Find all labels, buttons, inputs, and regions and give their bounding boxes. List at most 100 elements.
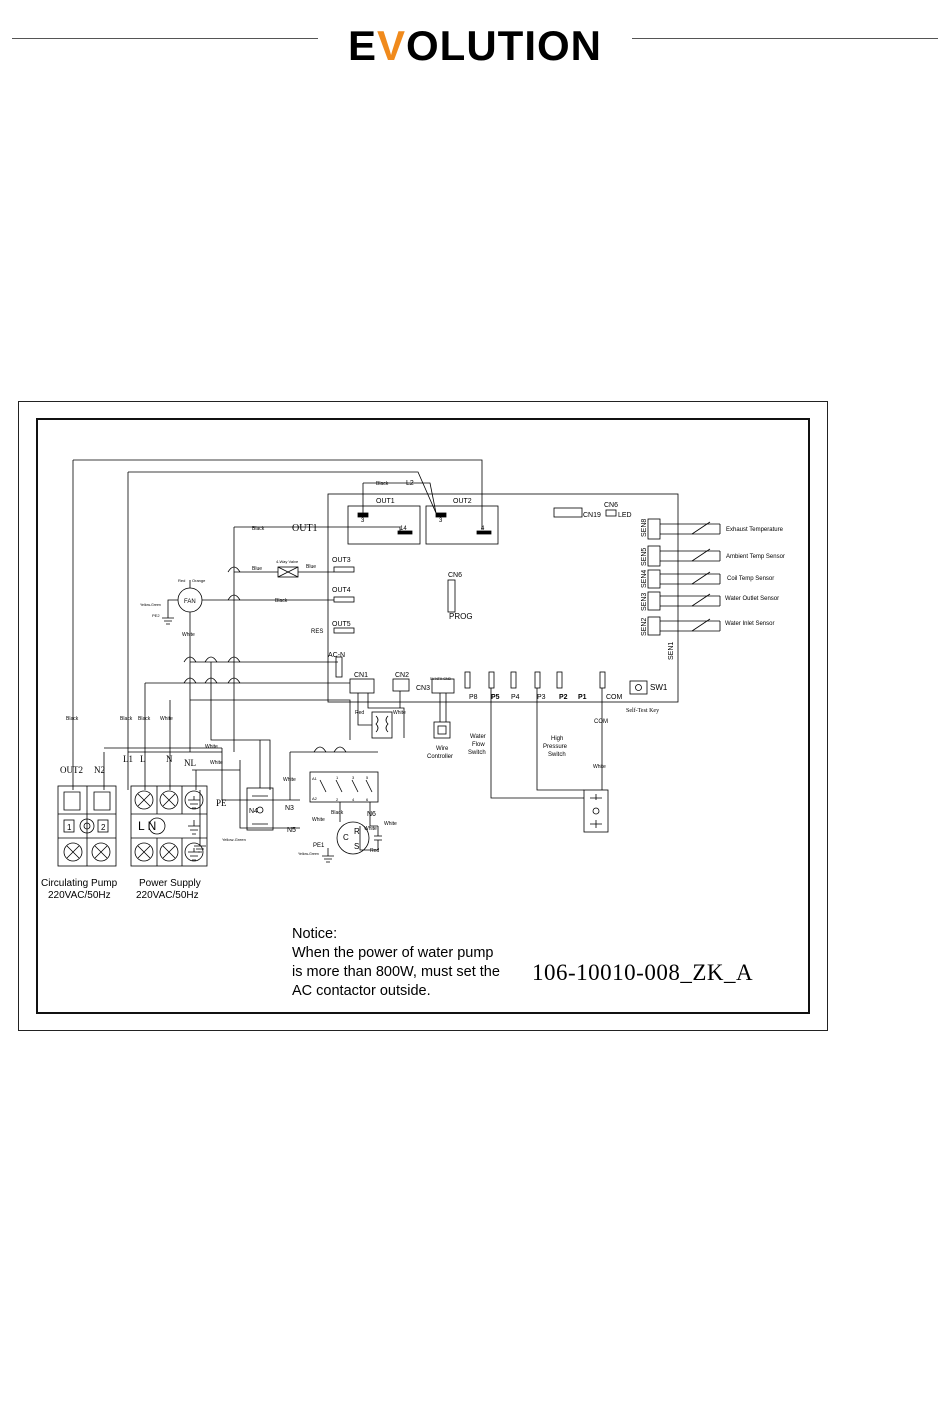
wire-black-out2: Black	[66, 716, 79, 722]
valve-label: 4-Way Valve	[276, 559, 299, 564]
contactor-a2: A2	[312, 796, 318, 801]
wire-blue-left: Blue	[252, 566, 262, 572]
port-p4: P4	[511, 694, 520, 701]
contactor-1: 1	[336, 775, 339, 780]
wire-controller-line1: Wire	[436, 746, 449, 752]
acn-label: AC-N	[328, 652, 345, 659]
wire-black-top: Black	[376, 481, 389, 487]
supply-label: Power Supply	[139, 878, 201, 889]
wire-black-fan: Black	[275, 598, 288, 604]
sensor-water-outlet: Water Outlet Sensor	[725, 596, 779, 602]
contactor-a1: A1	[312, 776, 318, 781]
compressor-c: C	[343, 833, 349, 842]
relay-out1-box	[347, 505, 421, 545]
wire-black-out1: Black	[252, 526, 265, 532]
notice-line-2: is more than 800W, must set the	[292, 964, 500, 980]
wire-white-n5: White	[312, 817, 325, 823]
sensor-exhaust: Exhaust Temperature	[726, 527, 784, 533]
diagram-inner-frame	[36, 418, 810, 1014]
terminal-n: N	[166, 754, 173, 764]
pump-rating: 220VAC/50Hz	[48, 890, 111, 901]
header-rule-right	[632, 38, 938, 39]
notice-line-3: AC contactor outside.	[292, 983, 431, 999]
wire-red-cn1: Red	[355, 710, 364, 716]
high-pressure-switch-line1: High	[551, 736, 563, 742]
terminal-pe: PE	[216, 798, 227, 808]
terminal-n2: N2	[94, 765, 105, 775]
cn19-label: CN19	[583, 512, 601, 519]
port-p5: P5	[491, 694, 500, 701]
cn1-label: CN1	[354, 672, 368, 679]
terminal-l1: L1	[123, 754, 133, 764]
wire-yg-fan: Yellow-Green	[140, 603, 161, 607]
wire-blue-right: Blue	[306, 564, 316, 570]
sen5-label: SEN5	[641, 548, 648, 566]
sen8-label: SEN8	[641, 519, 648, 537]
sen1-label: SEN1	[668, 642, 675, 660]
diagram-outer-frame	[18, 401, 828, 1031]
pin-3a: 3	[361, 518, 365, 524]
pe1-label: PE1	[313, 843, 325, 849]
compressor-s: S	[354, 842, 359, 851]
port-p1: P1	[578, 694, 587, 701]
port-p3: P3	[537, 694, 546, 701]
out2-relay-label: OUT2	[453, 498, 472, 505]
terminal-1: 1	[67, 823, 72, 832]
contactor-2: 2	[336, 797, 339, 802]
sw1-label: SW1	[650, 683, 668, 692]
wire-white-n4: White	[283, 777, 296, 783]
document-id: 106-10010-008_ZK_A	[532, 960, 754, 985]
wire-yg-pe1: Yellow-Green	[298, 852, 319, 856]
contactor-5: 5	[366, 775, 369, 780]
pin-4: 4	[481, 526, 485, 532]
high-pressure-switch-line3: Switch	[548, 752, 566, 758]
wire-l2: L2	[406, 480, 414, 487]
wire-black-l1: Black	[120, 716, 133, 722]
sen3-label: SEN3	[641, 593, 648, 611]
fan-label: FAN	[184, 599, 196, 605]
wire-red-fan: Red	[178, 578, 185, 583]
high-pressure-switch-line2: Pressure	[543, 744, 568, 750]
header-rule-left	[12, 38, 318, 39]
n4-label: N4	[249, 808, 258, 815]
wire-controller-line2: Controller	[427, 754, 453, 760]
wire-white-nl2: White	[210, 760, 223, 766]
sensor-coil: Coil Temp Sensor	[727, 576, 774, 582]
wire-white-comp2: White	[384, 821, 397, 827]
wire-white-fan: White	[182, 632, 195, 638]
out4-label: OUT4	[332, 587, 351, 594]
contactor-4: 4	[352, 797, 355, 802]
wire-black-l: Black	[138, 716, 151, 722]
n5-label: N5	[287, 827, 296, 834]
wire-white-nl1: White	[205, 744, 218, 750]
sen4-label: SEN4	[641, 570, 648, 588]
brand-logo: EVOLUTION	[347, 22, 602, 69]
n3-label: N3	[285, 805, 294, 812]
pin-3b: 3	[439, 518, 443, 524]
out5-label: OUT5	[332, 621, 351, 628]
cn3-pins-label: 5V NTX GND	[430, 677, 451, 681]
wire-white-com: White	[593, 764, 606, 770]
water-flow-switch-line3: Switch	[468, 750, 486, 756]
notice-block: Notice: When the power of water pump is …	[292, 925, 500, 1001]
out1-label: OUT1	[292, 523, 318, 534]
port-com: COM	[606, 694, 623, 701]
port-p2: P2	[559, 694, 568, 701]
res-label: RES	[311, 629, 323, 635]
cn6-led-label: CN6	[604, 502, 618, 509]
port-p8: P8	[469, 694, 478, 701]
wire-white-cn2: White	[393, 710, 406, 716]
terminal-2: 2	[101, 823, 106, 832]
cn3-label: CN3	[416, 685, 430, 692]
terminal-out2: OUT2	[60, 765, 83, 775]
sen2-label: SEN2	[641, 618, 648, 636]
wire-orange-fan: Orange	[192, 578, 206, 583]
cn2-label: CN2	[395, 672, 409, 679]
contactor-6: 6	[366, 797, 369, 802]
controller-board	[327, 493, 679, 703]
out3-label: OUT3	[332, 557, 351, 564]
supply-rating: 220VAC/50Hz	[136, 890, 199, 901]
sensor-water-inlet: Water Inlet Sensor	[725, 621, 774, 627]
wire-yg-pe: Yellow-Green	[222, 837, 246, 842]
